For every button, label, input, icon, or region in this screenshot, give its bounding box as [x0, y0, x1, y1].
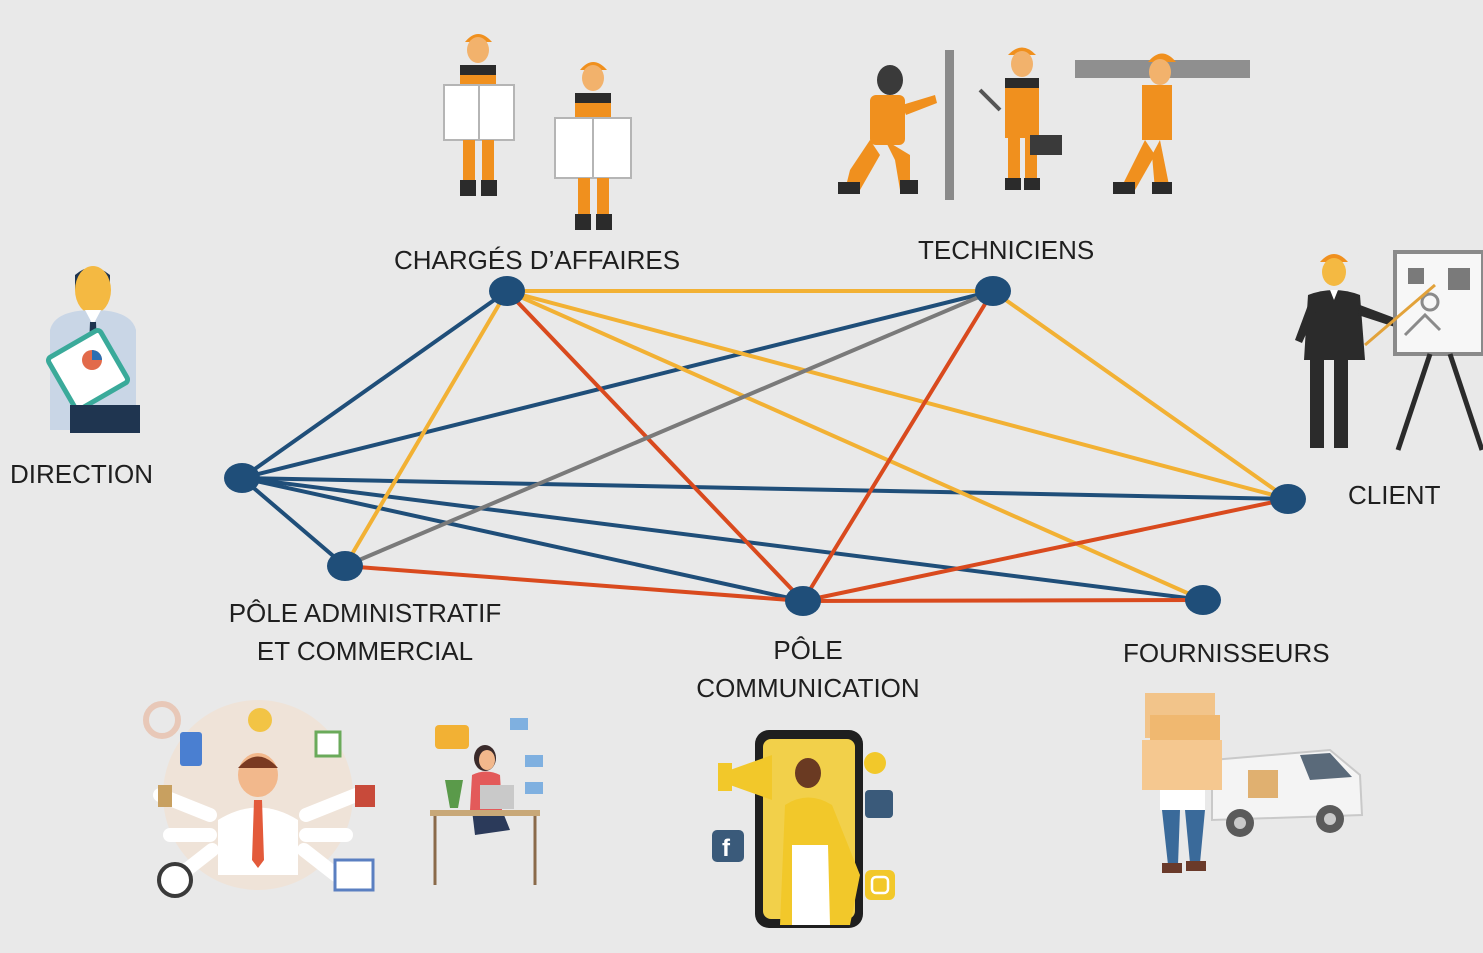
client-presenting-plan-icon: [1295, 250, 1483, 451]
node-techniciens: [975, 276, 1011, 306]
label-pole-communication-line2: COMMUNICATION: [696, 673, 920, 703]
node-client: [1270, 484, 1306, 514]
multitasking-office-icon: [143, 700, 543, 898]
label-pole-administratif: PÔLE ADMINISTRATIF ET COMMERCIAL: [215, 594, 515, 670]
edge-comm-fournisseurs: [801, 598, 1205, 603]
label-pole-communication: PÔLE COMMUNICATION: [668, 631, 948, 707]
technicians-at-work-icon: [838, 47, 1250, 200]
edge-direction-charges: [240, 289, 509, 480]
workers-reading-plans-icon: [443, 34, 632, 230]
node-comm: [785, 586, 821, 616]
label-pole-communication-line1: PÔLE: [773, 635, 843, 665]
businessman-with-report-icon: [45, 266, 140, 433]
edge-techniciens-client: [991, 289, 1290, 501]
label-techniciens: TECHNICIENS: [918, 235, 1095, 265]
edge-charges-client: [505, 289, 1290, 501]
edge-direction-client: [240, 476, 1290, 501]
edge-charges-admin: [343, 289, 509, 568]
edge-techniciens-comm: [801, 289, 995, 603]
smartphone-megaphone-social-icon: f: [712, 730, 895, 928]
edges-layer: [240, 289, 1290, 603]
edge-direction-admin: [240, 476, 347, 568]
label-pole-administratif-line2: ET COMMERCIAL: [256, 636, 474, 666]
edge-comm-client: [801, 497, 1290, 603]
node-direction: [224, 463, 260, 493]
edge-direction-fournisseurs: [240, 476, 1205, 602]
delivery-person-van-icon: [1142, 693, 1364, 873]
label-fournisseurs: FOURNISSEURS: [1123, 638, 1330, 668]
edge-direction-techniciens: [240, 289, 995, 480]
node-fournisseurs: [1185, 585, 1221, 615]
node-charges: [489, 276, 525, 306]
edge-charges-comm: [505, 289, 805, 603]
svg-text:f: f: [722, 835, 731, 862]
node-admin: [327, 551, 363, 581]
edge-techniciens-admin: [343, 289, 995, 568]
label-charges-affaires: CHARGÉS D’AFFAIRES: [394, 245, 681, 275]
label-direction: DIRECTION: [10, 459, 153, 489]
nodes-layer: [224, 276, 1306, 616]
edge-direction-comm: [240, 476, 805, 603]
label-client: CLIENT: [1348, 480, 1441, 510]
edge-charges-fournisseurs: [505, 289, 1205, 602]
label-pole-administratif-line1: PÔLE ADMINISTRATIF: [228, 598, 502, 628]
edge-admin-comm: [343, 564, 805, 603]
